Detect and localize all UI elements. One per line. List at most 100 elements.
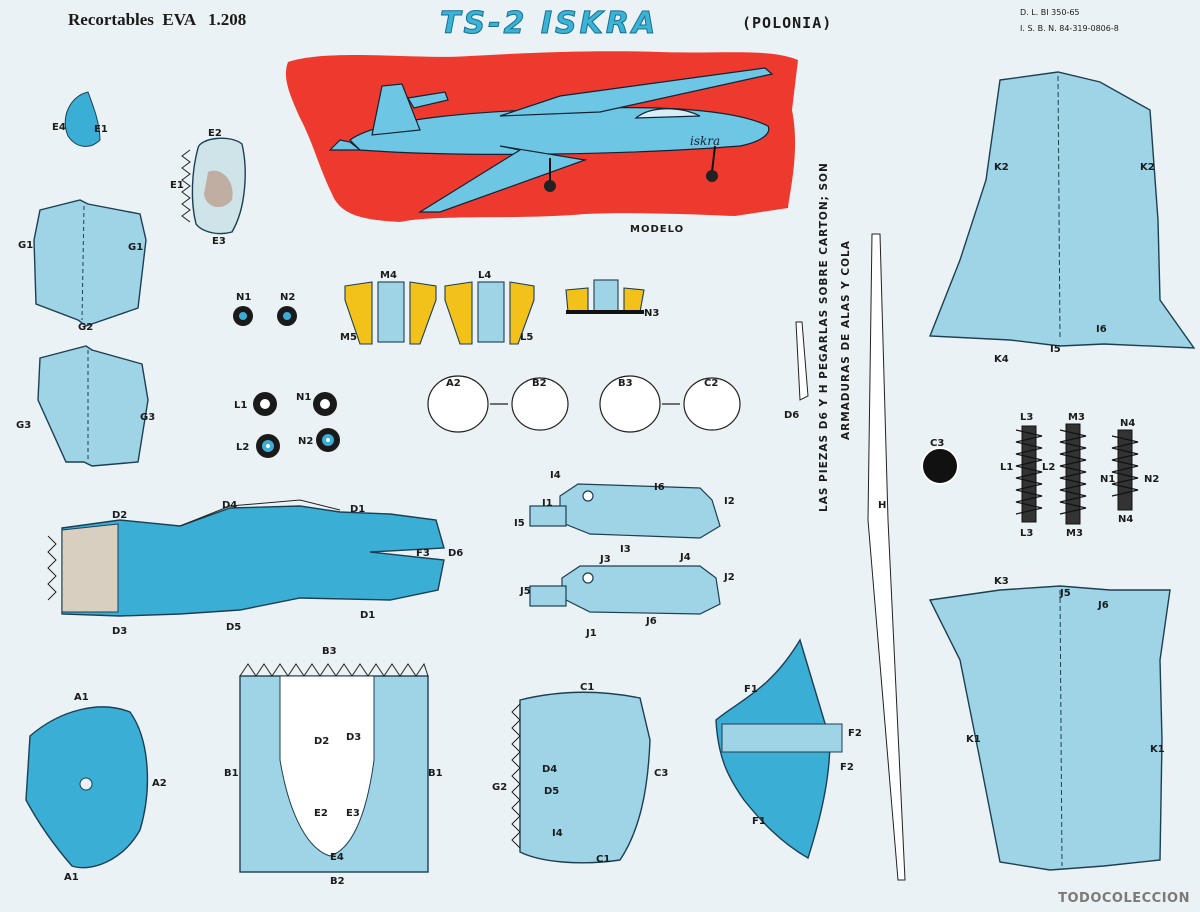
part-fuselage-d: [61, 505, 445, 617]
label-b3-panel: B3: [322, 646, 337, 657]
label-well-l1: L1: [1000, 462, 1013, 473]
label-a1-top: A1: [74, 692, 89, 703]
label-f2-bottom: F2: [840, 762, 854, 773]
wheels-group: [233, 306, 959, 485]
label-j2: J2: [723, 572, 735, 583]
label-b-e2: E2: [314, 808, 328, 819]
label-g3-left: G3: [16, 420, 31, 431]
canopy-shading: [204, 170, 233, 208]
label-g1-right: G1: [128, 242, 143, 253]
k-lower-fold: [1059, 589, 1063, 867]
b-panel-cutout: [279, 675, 375, 857]
c-belly-tabs: [511, 703, 521, 849]
label-j1: J1: [585, 628, 597, 639]
label-c-i4: I4: [552, 828, 563, 839]
series-name: Recortables: [68, 10, 154, 29]
label-g3-right: G3: [140, 412, 155, 423]
part-e-tabs: [181, 149, 191, 223]
label-b2: B2: [532, 378, 547, 389]
part-k-upper: [928, 71, 1196, 349]
nose-hole: [79, 777, 93, 791]
wheel-wells-group: [1015, 423, 1139, 525]
fuselage-top-tab: [179, 499, 341, 527]
label-i2: I2: [724, 496, 735, 507]
label-k4: K4: [994, 354, 1009, 365]
label-d6: D6: [448, 548, 463, 559]
label-c-d5: D5: [544, 786, 559, 797]
label-i4: I4: [550, 470, 561, 481]
label-j3: J3: [599, 554, 611, 565]
label-d3: D3: [112, 626, 127, 637]
label-a2: A2: [446, 378, 461, 389]
label-l5: L5: [520, 332, 533, 343]
part-g1: [33, 199, 147, 327]
part-c-belly: [519, 691, 651, 864]
intakes-group: [529, 483, 721, 615]
label-d1-bottom: D1: [360, 610, 375, 621]
label-k-j5: J5: [1059, 588, 1071, 599]
label-b-e3: E3: [346, 808, 360, 819]
gear-doors-group: [344, 279, 645, 345]
label-n2: N2: [280, 292, 295, 303]
label-c-d4: D4: [542, 764, 557, 775]
label-j4: J4: [679, 552, 691, 563]
label-e4: E4: [52, 122, 66, 133]
label-a2-nose: A2: [152, 778, 167, 789]
part-h-spar: [867, 233, 906, 881]
label-e2: E2: [208, 128, 222, 139]
label-m4: M4: [380, 270, 397, 281]
label-d5: D5: [226, 622, 241, 633]
label-m3-bottom: M3: [1066, 528, 1083, 539]
label-i3: I3: [620, 544, 631, 555]
label-n3: N3: [644, 308, 659, 319]
label-l1: L1: [234, 400, 247, 411]
sheet-title: TS-2 ISKRA: [439, 6, 659, 42]
label-b1-left: B1: [224, 768, 239, 779]
watermark-text: TODOCOLECCION: [1058, 891, 1190, 906]
label-n1b: N1: [296, 392, 311, 403]
g1-fold: [81, 205, 85, 321]
label-l4: L4: [478, 270, 491, 281]
label-j6: J6: [645, 616, 657, 627]
label-b-e4: E4: [330, 852, 344, 863]
part-k-lower: [928, 585, 1171, 871]
label-d1-top: D1: [350, 504, 365, 515]
label-b-d3: D3: [346, 732, 361, 743]
label-k2-left: K2: [994, 162, 1009, 173]
fuselage-nose: [61, 523, 119, 613]
label-f1-bottom: F1: [752, 816, 766, 827]
label-l3: L3: [1020, 412, 1033, 423]
label-b1-right: B1: [428, 768, 443, 779]
assembly-note-1: LAS PIEZAS D6 Y H PEGARLAS SOBRE CARTON;…: [818, 162, 830, 512]
sheet-number: 1.208: [207, 10, 247, 29]
legal-deposit: D. L. BI 350-65: [1020, 8, 1080, 17]
part-g3: [37, 345, 149, 467]
label-c-g2: G2: [492, 782, 507, 793]
k-upper-fold: [1057, 75, 1061, 341]
label-c2: C2: [704, 378, 718, 389]
label-i6: I6: [654, 482, 665, 493]
label-c3-belly: C3: [654, 768, 668, 779]
label-c1-top: C1: [580, 682, 594, 693]
country-label: (POLONIA): [742, 14, 833, 32]
label-k-i6: I6: [1096, 324, 1107, 335]
label-b3: B3: [618, 378, 633, 389]
label-l3-bottom: L3: [1020, 528, 1033, 539]
label-n1: N1: [236, 292, 251, 303]
label-c1-bottom: C1: [596, 854, 610, 865]
label-k1-right: K1: [1150, 744, 1165, 755]
model-label: MODELO: [630, 224, 685, 235]
label-k-j6: J6: [1097, 600, 1109, 611]
brand-name: EVA: [162, 10, 196, 29]
label-l2: L2: [236, 442, 249, 453]
label-j5: J5: [519, 586, 531, 597]
model-landing-gear: [544, 145, 718, 192]
label-d4: D4: [222, 500, 237, 511]
label-b2-panel: B2: [330, 876, 345, 887]
label-k-i5: I5: [1050, 344, 1061, 355]
label-f1-top: F1: [744, 684, 758, 695]
label-k1-left: K1: [966, 734, 981, 745]
label-e1b: E1: [170, 180, 184, 191]
assembly-note-2: ARMADURAS DE ALAS Y COLA: [840, 240, 852, 440]
